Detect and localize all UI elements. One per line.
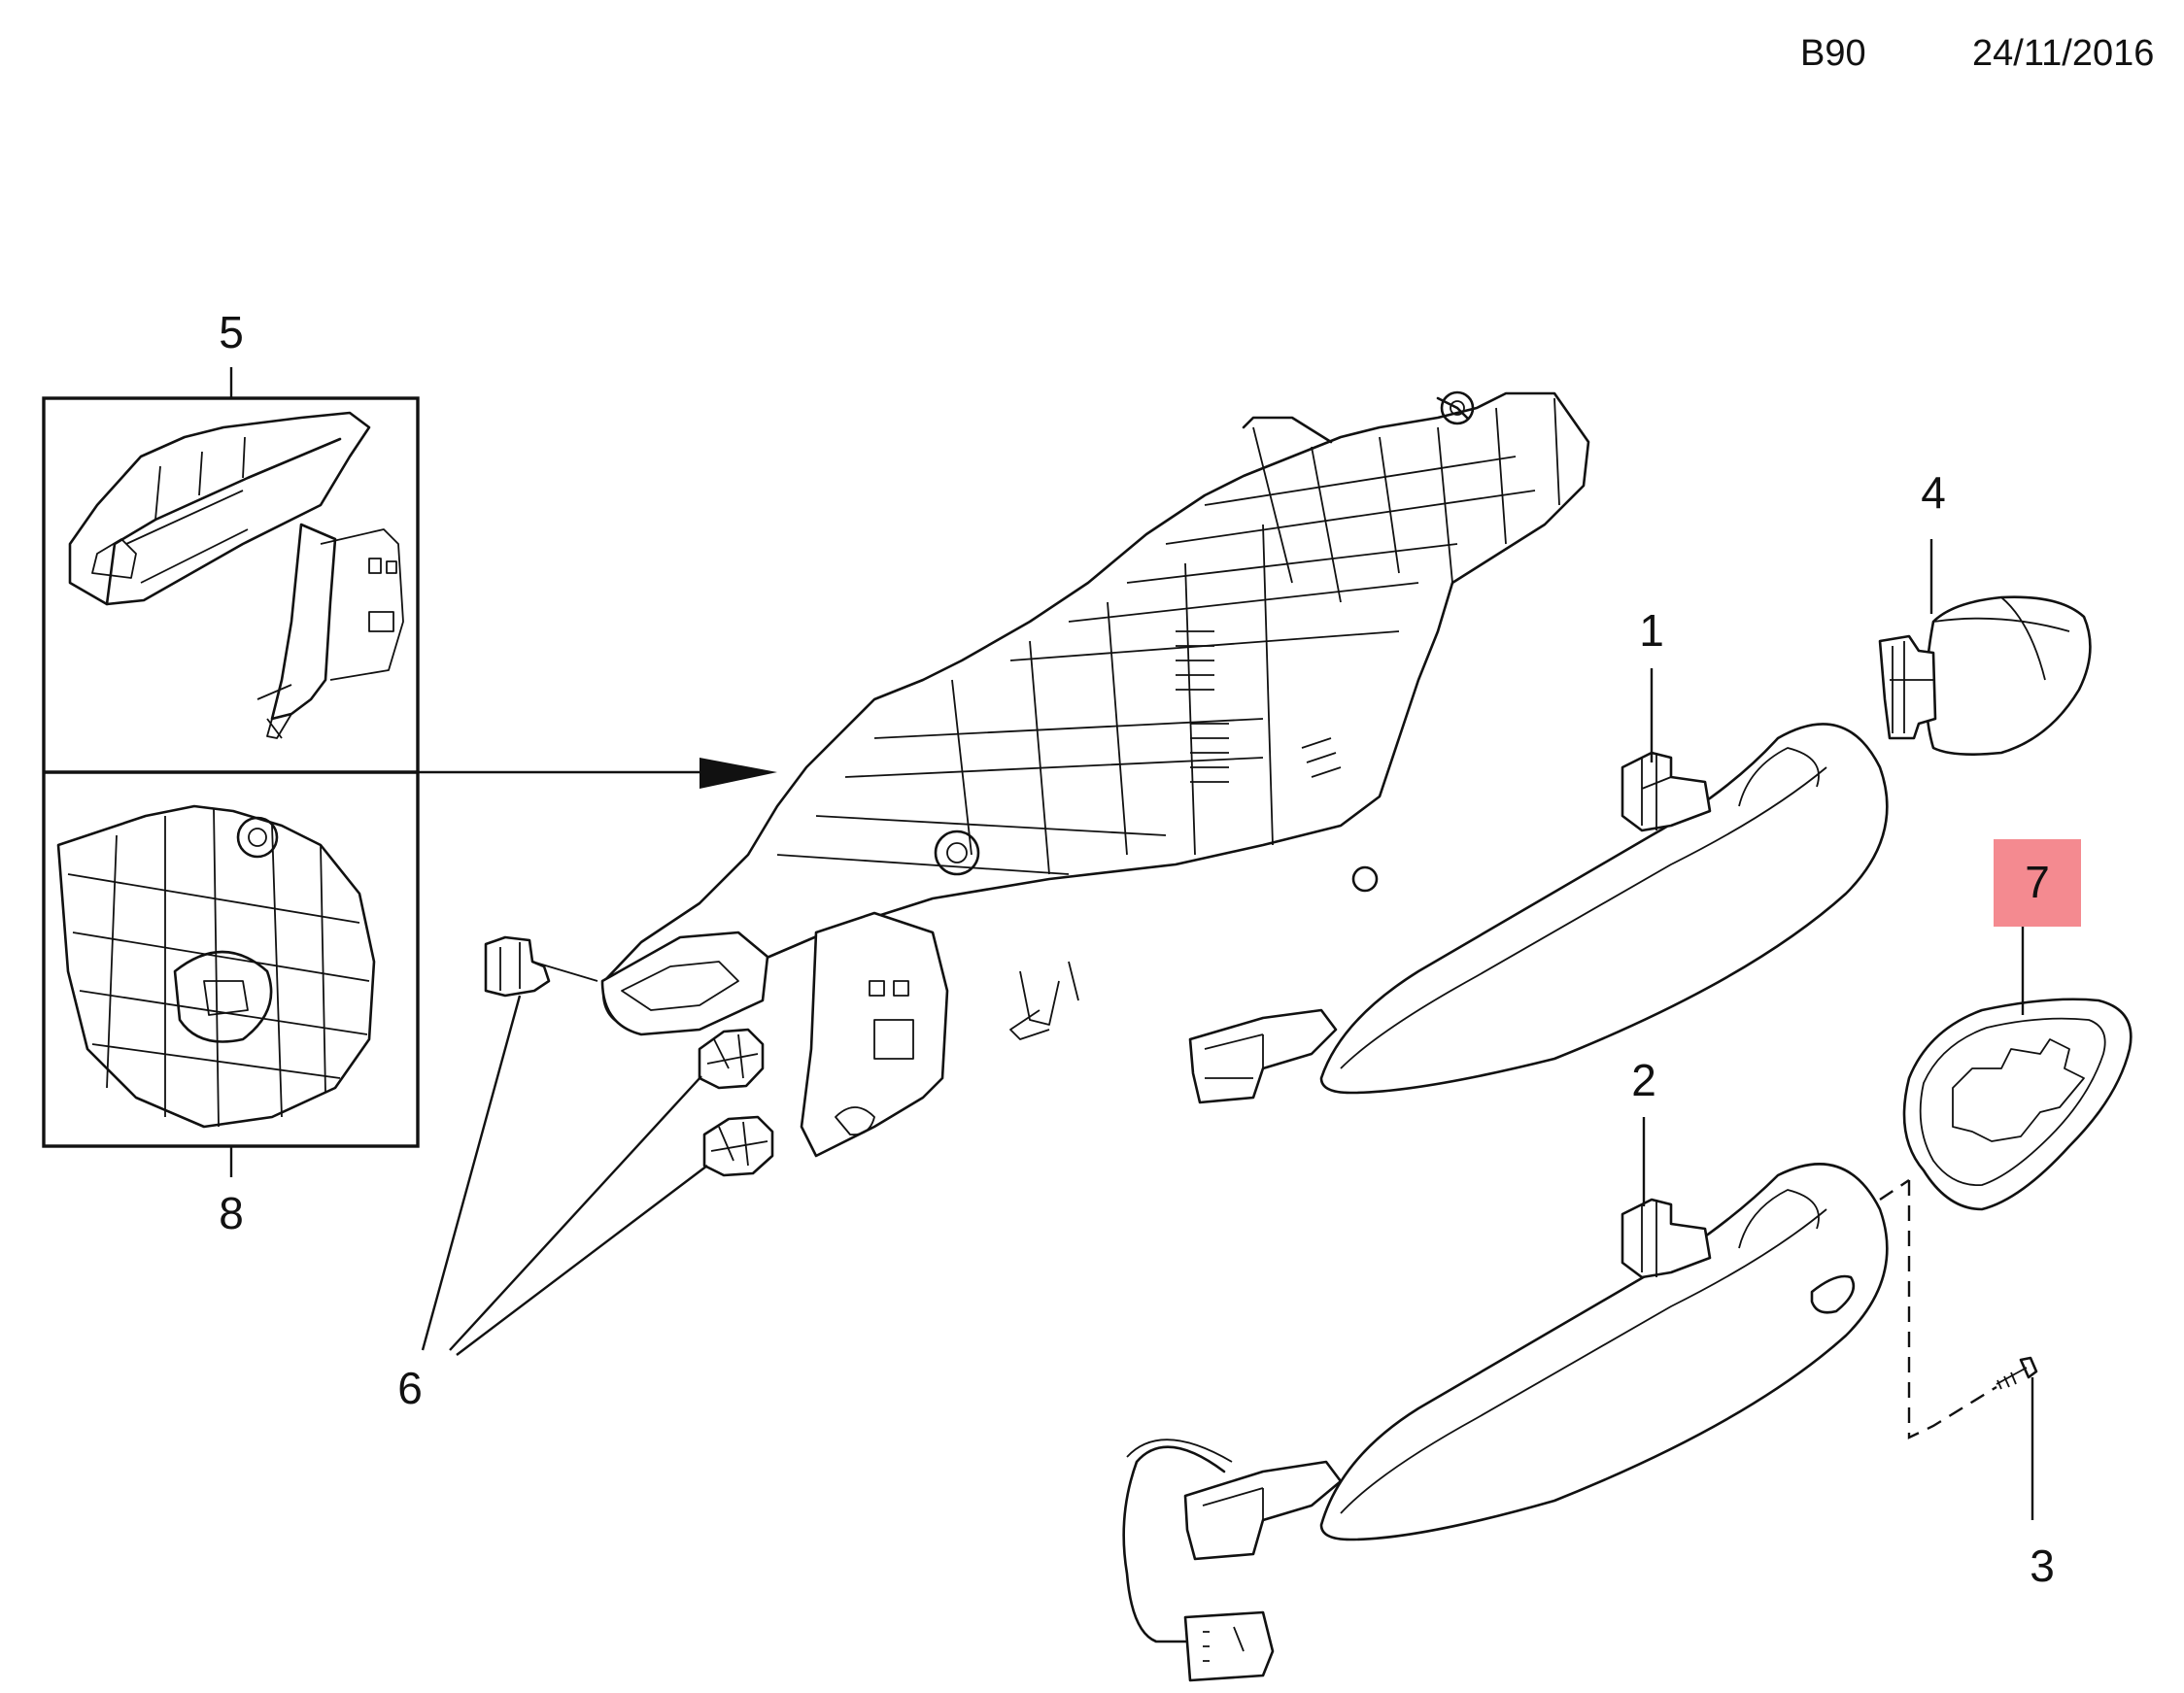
- bracket-end-detail: [56, 804, 376, 1129]
- callout-3[interactable]: 3: [2030, 1541, 2055, 1591]
- callout-1[interactable]: 1: [1639, 605, 1664, 656]
- detail-pointer-arrow: [418, 758, 777, 789]
- door-handle-2: [1122, 1163, 1889, 1682]
- callout-8[interactable]: 8: [219, 1188, 244, 1238]
- assembly-dash-lines: [1879, 1179, 1997, 1439]
- clip-middle: [698, 1028, 765, 1090]
- screw-3: [1996, 1356, 2038, 1390]
- callout-4[interactable]: 4: [1921, 467, 1946, 518]
- clip-upper: [484, 935, 598, 998]
- door-handle-1: [1188, 723, 1889, 1104]
- callout-2[interactable]: 2: [1631, 1055, 1656, 1105]
- handle-end-cap-4: [1878, 595, 2092, 756]
- callout-7-highlight: [1994, 839, 2081, 927]
- handle-seal-7: [1902, 998, 2133, 1211]
- diagram-code: B90: [1800, 33, 1866, 74]
- diagram-date: 24/11/2016: [1972, 33, 2155, 74]
- leader-lines: [421, 539, 2034, 1520]
- callout-5[interactable]: 5: [219, 307, 244, 357]
- callout-7[interactable]: 7: [2025, 857, 2050, 907]
- lock-cylinder-detail: [68, 411, 404, 739]
- handle-carrier-bracket: [600, 390, 1590, 1158]
- callout-6[interactable]: 6: [397, 1363, 423, 1413]
- clip-lower: [702, 1115, 774, 1177]
